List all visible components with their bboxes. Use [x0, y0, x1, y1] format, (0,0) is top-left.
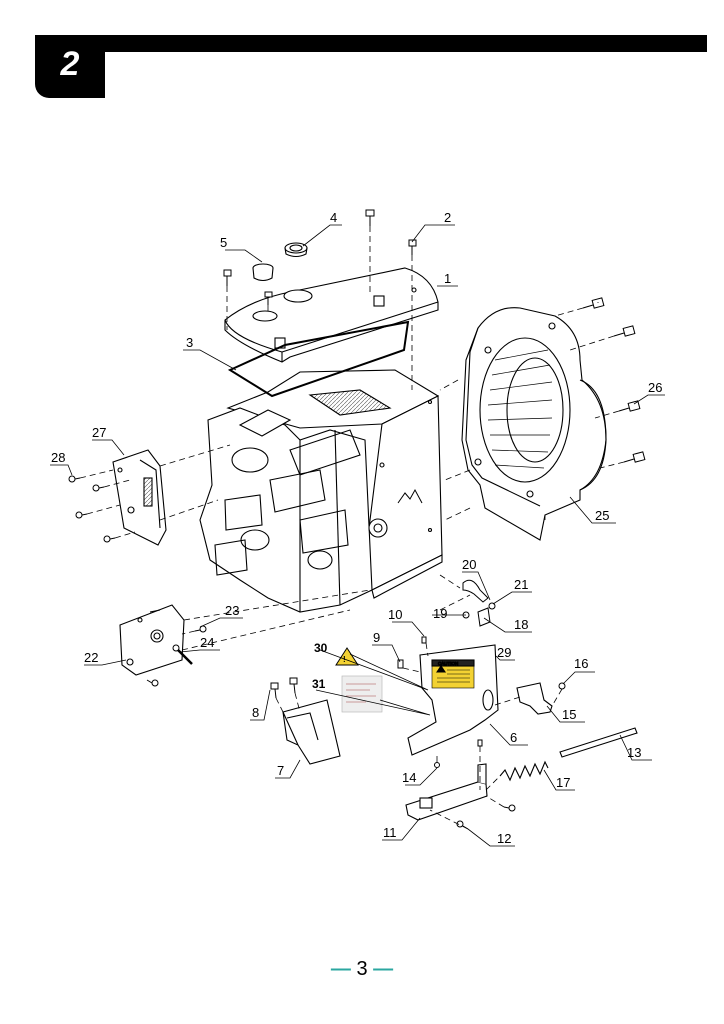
- footer-dash-right: —: [373, 958, 394, 980]
- part-label-13: 13: [627, 745, 641, 760]
- part-label-7: 7: [277, 763, 284, 778]
- small-linkage-parts: [462, 579, 496, 627]
- part-label-30: 30: [314, 641, 328, 655]
- assembly-lines: [79, 226, 625, 830]
- top-cover: [224, 267, 439, 363]
- side-plate-screws: [68, 475, 116, 543]
- hinge-bracket: [516, 682, 553, 715]
- part-label-11: 11: [383, 825, 397, 840]
- page-footer: — 3 —: [0, 958, 724, 981]
- svg-text:!: !: [343, 655, 346, 664]
- part-label-14: 14: [402, 770, 416, 785]
- header-bar: [105, 35, 707, 52]
- part-label-10: 10: [388, 607, 402, 622]
- part-label-1: 1: [444, 271, 451, 286]
- small-fasteners: [397, 636, 566, 768]
- part-label-12: 12: [497, 831, 511, 846]
- part-label-22: 22: [84, 650, 98, 665]
- cover-gasket: [227, 320, 410, 398]
- part-labels: 1 2 3 4 5 6 7 8 9 10 11 12 13 14 15 16 1…: [51, 210, 662, 846]
- part-label-21: 21: [514, 577, 528, 592]
- return-spring: [499, 760, 549, 782]
- part-label-28: 28: [51, 450, 65, 465]
- warning-sticker: !: [335, 647, 359, 666]
- hinge-rod: [559, 727, 638, 758]
- part-label-23: 23: [225, 603, 239, 618]
- footer-dash-left: —: [330, 958, 351, 980]
- part-label-27: 27: [92, 425, 106, 440]
- fan-cover-screws: [582, 297, 646, 463]
- part-label-3: 3: [186, 335, 193, 350]
- front-guard: [282, 699, 341, 765]
- part-label-6: 6: [510, 730, 517, 745]
- instruction-sticker: [341, 675, 383, 713]
- part-label-4: 4: [330, 210, 337, 225]
- part-label-9: 9: [373, 630, 380, 645]
- guard-screws: [270, 677, 298, 699]
- part-label-20: 20: [462, 557, 476, 572]
- rubber-plug: [252, 263, 274, 282]
- part-label-2: 2: [444, 210, 451, 225]
- part-label-24: 24: [200, 635, 214, 650]
- part-label-5: 5: [220, 235, 227, 250]
- slide-plate: [405, 763, 488, 821]
- fan-cover: [461, 307, 607, 541]
- part-label-31: 31: [312, 677, 326, 691]
- rear-bracket: [119, 604, 185, 676]
- part-label-29: 29: [497, 645, 511, 660]
- part-label-17: 17: [556, 775, 570, 790]
- part-label-8: 8: [252, 705, 259, 720]
- part-label-26: 26: [648, 380, 662, 395]
- part-label-16: 16: [574, 656, 588, 671]
- side-plate: [112, 449, 167, 546]
- page-number: 3: [356, 958, 368, 980]
- slide-screws: [456, 804, 516, 830]
- part-label-25: 25: [595, 508, 609, 523]
- machine-frame: [199, 369, 443, 613]
- part-label-15: 15: [562, 707, 576, 722]
- leader-lines: [50, 224, 665, 847]
- section-number: 2: [60, 45, 80, 83]
- oil-cap: [284, 242, 308, 258]
- part-label-18: 18: [514, 617, 528, 632]
- top-screws: [223, 209, 417, 305]
- section-tab: [35, 35, 105, 98]
- part-label-19: 19: [433, 606, 447, 621]
- looper-cover: CAUTION: [407, 644, 499, 756]
- caution-label-text: CAUTION: [438, 661, 458, 666]
